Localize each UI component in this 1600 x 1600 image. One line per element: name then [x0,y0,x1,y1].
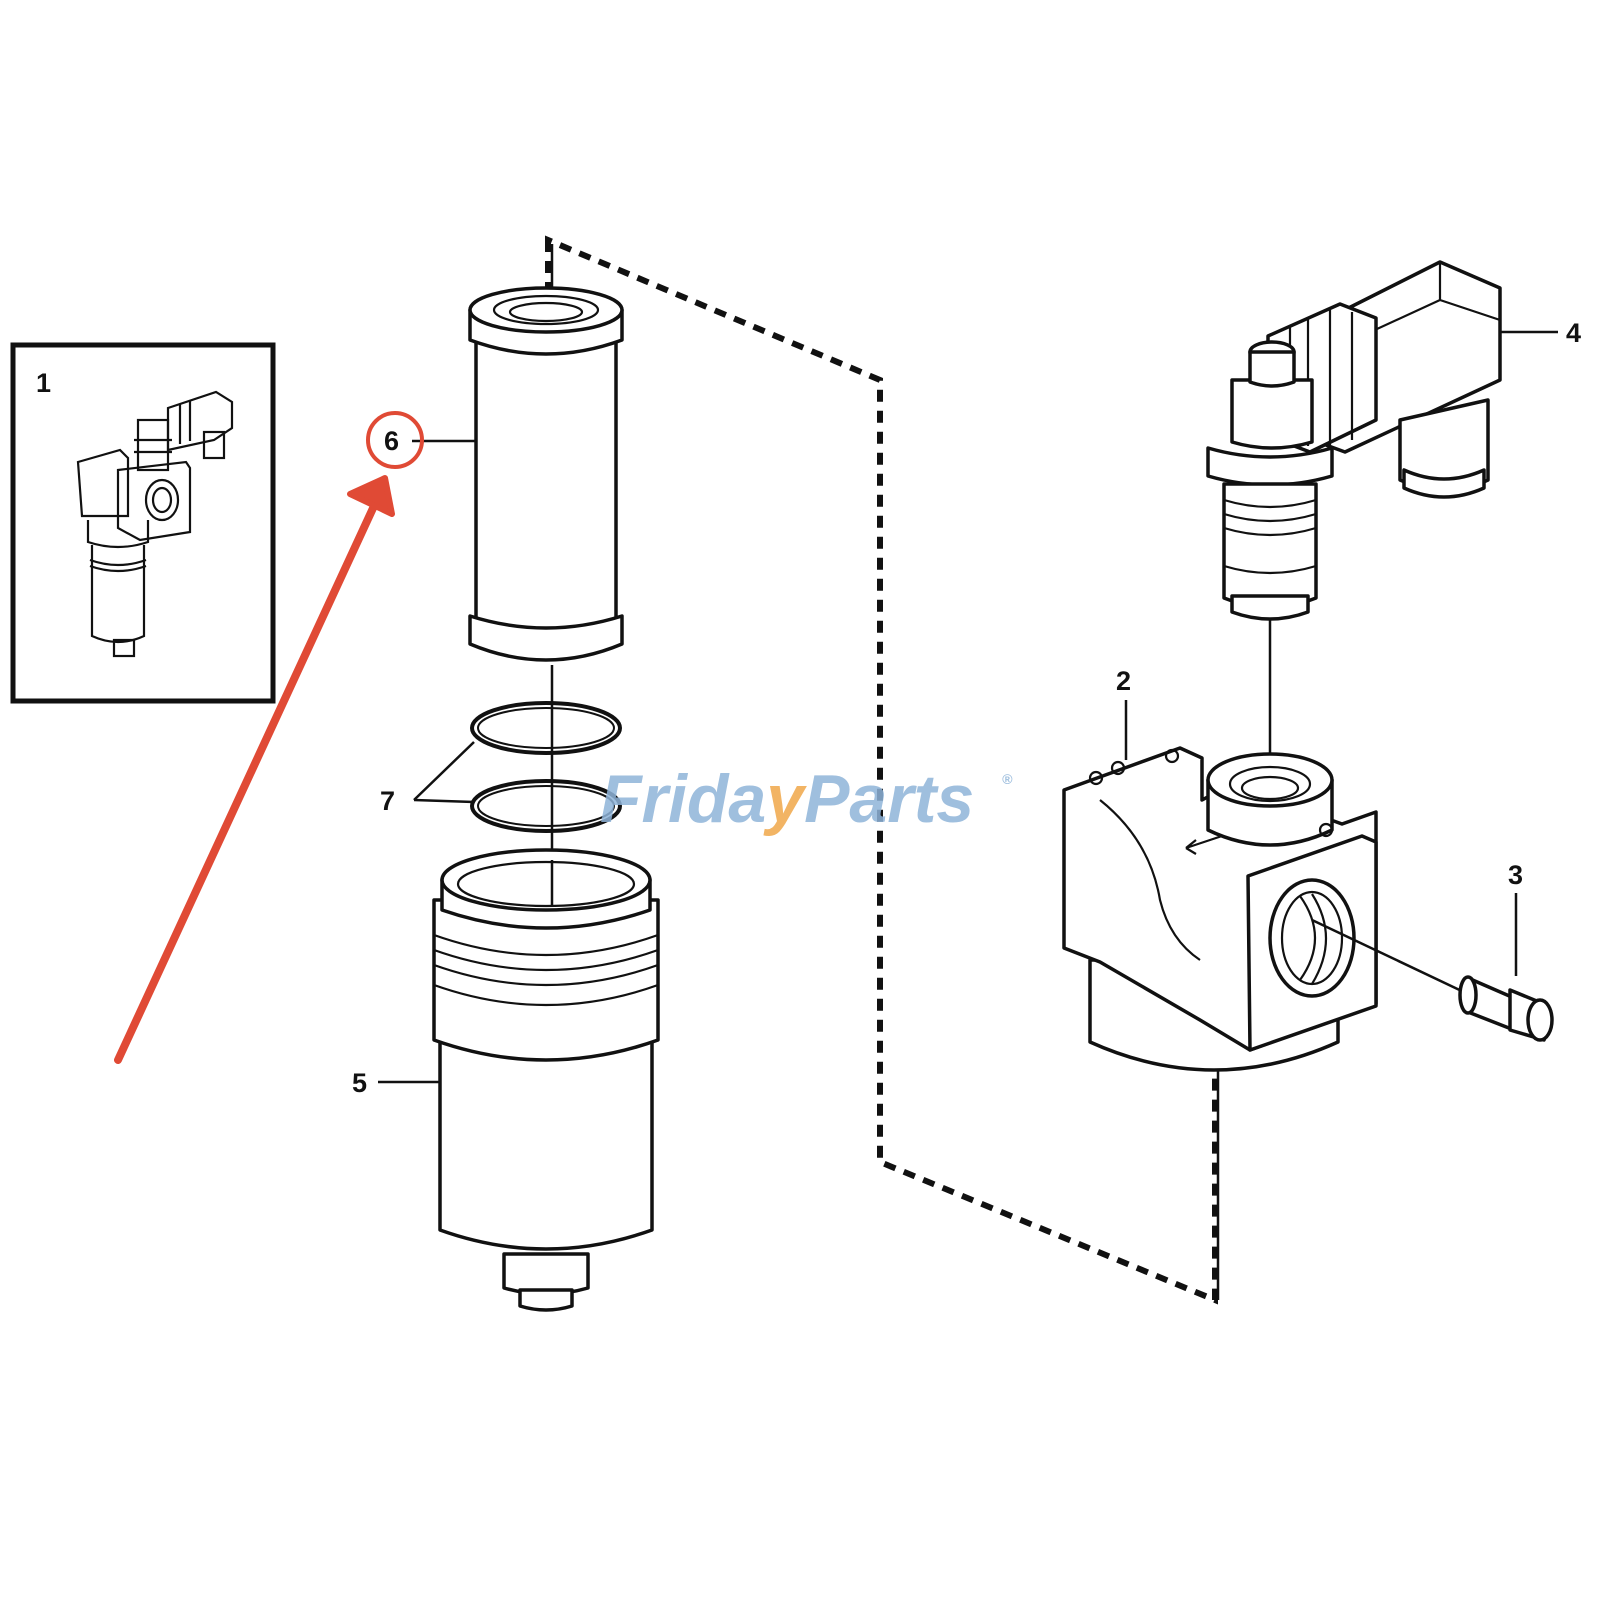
filter-bowl [378,848,660,1312]
filter-head [1062,700,1378,1300]
red-arrow-icon [114,475,395,1064]
assembly-inset: 1 [10,342,276,704]
watermark-text-1: Frida [600,761,766,837]
filter-element [468,244,624,905]
highlight-annotation [114,411,424,1064]
callout-6: 6 [384,426,399,456]
o-rings [413,701,622,833]
assembled-filter-thumbnail [76,390,234,658]
callout-3: 3 [1508,860,1523,890]
callout-2: 2 [1116,666,1131,696]
callout-7: 7 [380,786,395,816]
callout-5: 5 [352,1068,367,1098]
fridayparts-watermark: FridayParts ® [600,761,1013,837]
svg-text:FridayParts: FridayParts [600,761,974,837]
pressure-sensor [1206,260,1558,790]
callout-1: 1 [36,368,51,398]
port-plug [1311,893,1554,1042]
watermark-text-3: Parts [804,761,974,837]
callout-4: 4 [1566,318,1581,348]
callout-6-highlight-circle [366,411,424,469]
watermark-registered: ® [1002,771,1013,787]
watermark-text-2: y [763,761,807,837]
